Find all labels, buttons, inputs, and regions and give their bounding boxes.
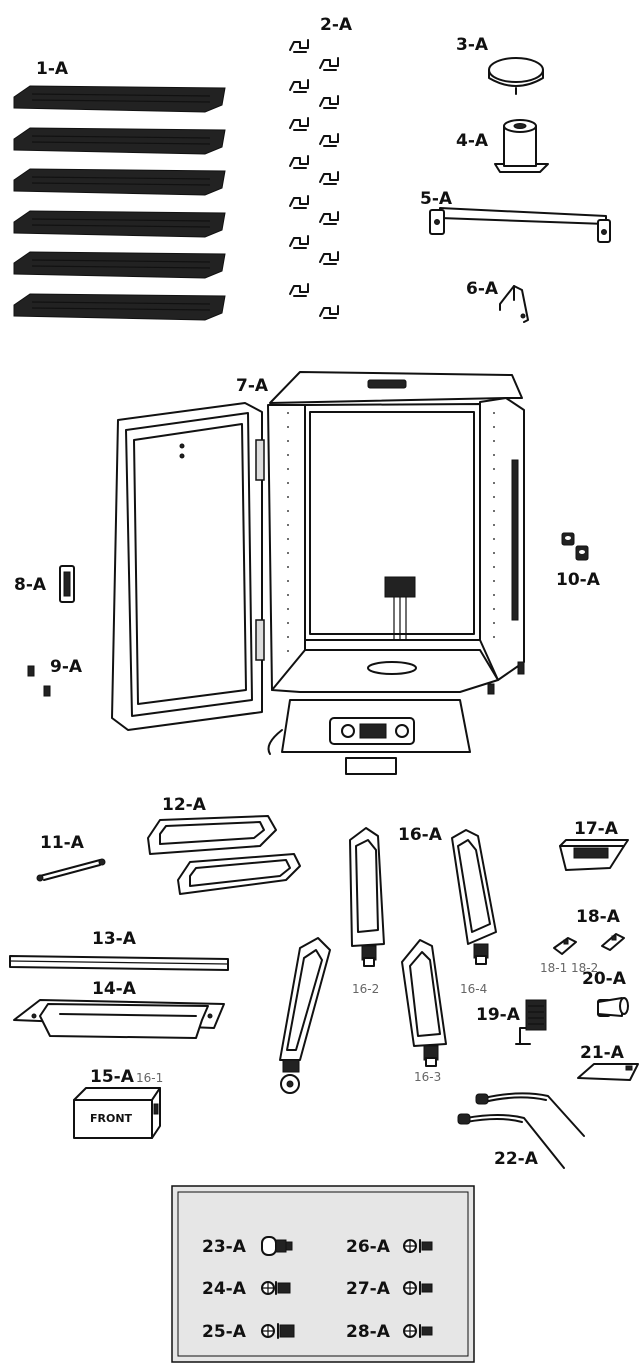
cooking-grate <box>13 168 226 196</box>
latch-plate <box>59 565 75 603</box>
label-19-a: 19-A <box>476 1005 521 1025</box>
leg <box>401 939 447 1067</box>
legs <box>279 827 497 1094</box>
label-16-a: 16-A <box>398 825 443 845</box>
label-13-a: 13-A <box>92 929 137 949</box>
label-8-a: 8-A <box>14 575 47 595</box>
label-18-a: 18-A <box>576 907 621 927</box>
screw-icon <box>403 1239 433 1253</box>
rack-supports <box>289 39 339 319</box>
screw-icon <box>261 1323 295 1339</box>
label-7-a: 7-A <box>236 376 269 396</box>
label-9-a: 9-A <box>50 657 83 677</box>
label-6-a: 6-A <box>466 279 499 299</box>
cooking-grates <box>13 85 226 321</box>
label-26-a: 26-A <box>346 1237 391 1257</box>
label-1-a: 1-A <box>36 59 69 79</box>
label-10-a: 10-A <box>556 570 601 590</box>
bolt-icon <box>261 1236 293 1256</box>
label-24-a: 24-A <box>202 1279 247 1299</box>
cooking-grate <box>13 85 226 113</box>
label-22-a: 22-A <box>494 1149 539 1169</box>
plate <box>577 1063 639 1081</box>
label-23-a: 23-A <box>202 1237 247 1257</box>
wood-chip-box: FRONT <box>73 1087 161 1139</box>
cooking-grate <box>13 251 226 279</box>
label-21-a: 21-A <box>580 1043 625 1063</box>
label-25-a: 25-A <box>202 1322 247 1342</box>
small-clips <box>27 665 51 697</box>
label-2-a: 2-A <box>320 15 353 35</box>
cooking-grate <box>13 127 226 155</box>
label-3-a: 3-A <box>456 35 489 55</box>
leg <box>349 827 385 967</box>
small-brackets <box>553 933 625 955</box>
cooking-grate <box>13 210 226 238</box>
label-5-a: 5-A <box>420 189 453 209</box>
label-15-a: 15-A <box>90 1067 135 1087</box>
knob <box>597 997 629 1017</box>
probe-holder <box>515 999 547 1045</box>
label-16-3: 16-3 <box>414 1070 441 1084</box>
meat-probes <box>457 1092 585 1169</box>
label-20-a: 20-A <box>582 969 627 989</box>
label-14-a: 14-A <box>92 979 137 999</box>
leg <box>279 937 331 1094</box>
bracket <box>499 285 529 323</box>
label-18-2: 18-2 <box>571 961 598 975</box>
handle-bar <box>429 207 611 243</box>
label-16-2: 16-2 <box>352 982 379 996</box>
label-27-a: 27-A <box>346 1279 391 1299</box>
label-17-a: 17-A <box>574 819 619 839</box>
leg <box>451 829 497 965</box>
label-16-1: 16-1 <box>136 1071 163 1085</box>
label-16-4: 16-4 <box>460 982 487 996</box>
vent-cap <box>488 57 544 95</box>
front-label: FRONT <box>90 1112 133 1125</box>
label-11-a: 11-A <box>40 833 85 853</box>
cooking-grate <box>13 293 226 321</box>
long-bar <box>9 955 229 971</box>
grease-cup <box>559 839 629 871</box>
water-pan <box>13 999 225 1039</box>
smokestack <box>494 119 549 173</box>
label-28-a: 28-A <box>346 1322 391 1342</box>
label-12-a: 12-A <box>162 795 207 815</box>
drip-trays <box>147 815 301 895</box>
rod <box>36 858 106 882</box>
screw-icon <box>403 1324 433 1338</box>
hardware-box: 23-A 24-A 25-A 26-A <box>171 1185 475 1363</box>
label-18-1: 18-1 <box>540 961 567 975</box>
caps <box>561 532 589 561</box>
label-4-a: 4-A <box>456 131 489 151</box>
smoker-body <box>111 371 525 775</box>
screw-icon <box>261 1281 291 1295</box>
screw-icon <box>403 1281 433 1295</box>
